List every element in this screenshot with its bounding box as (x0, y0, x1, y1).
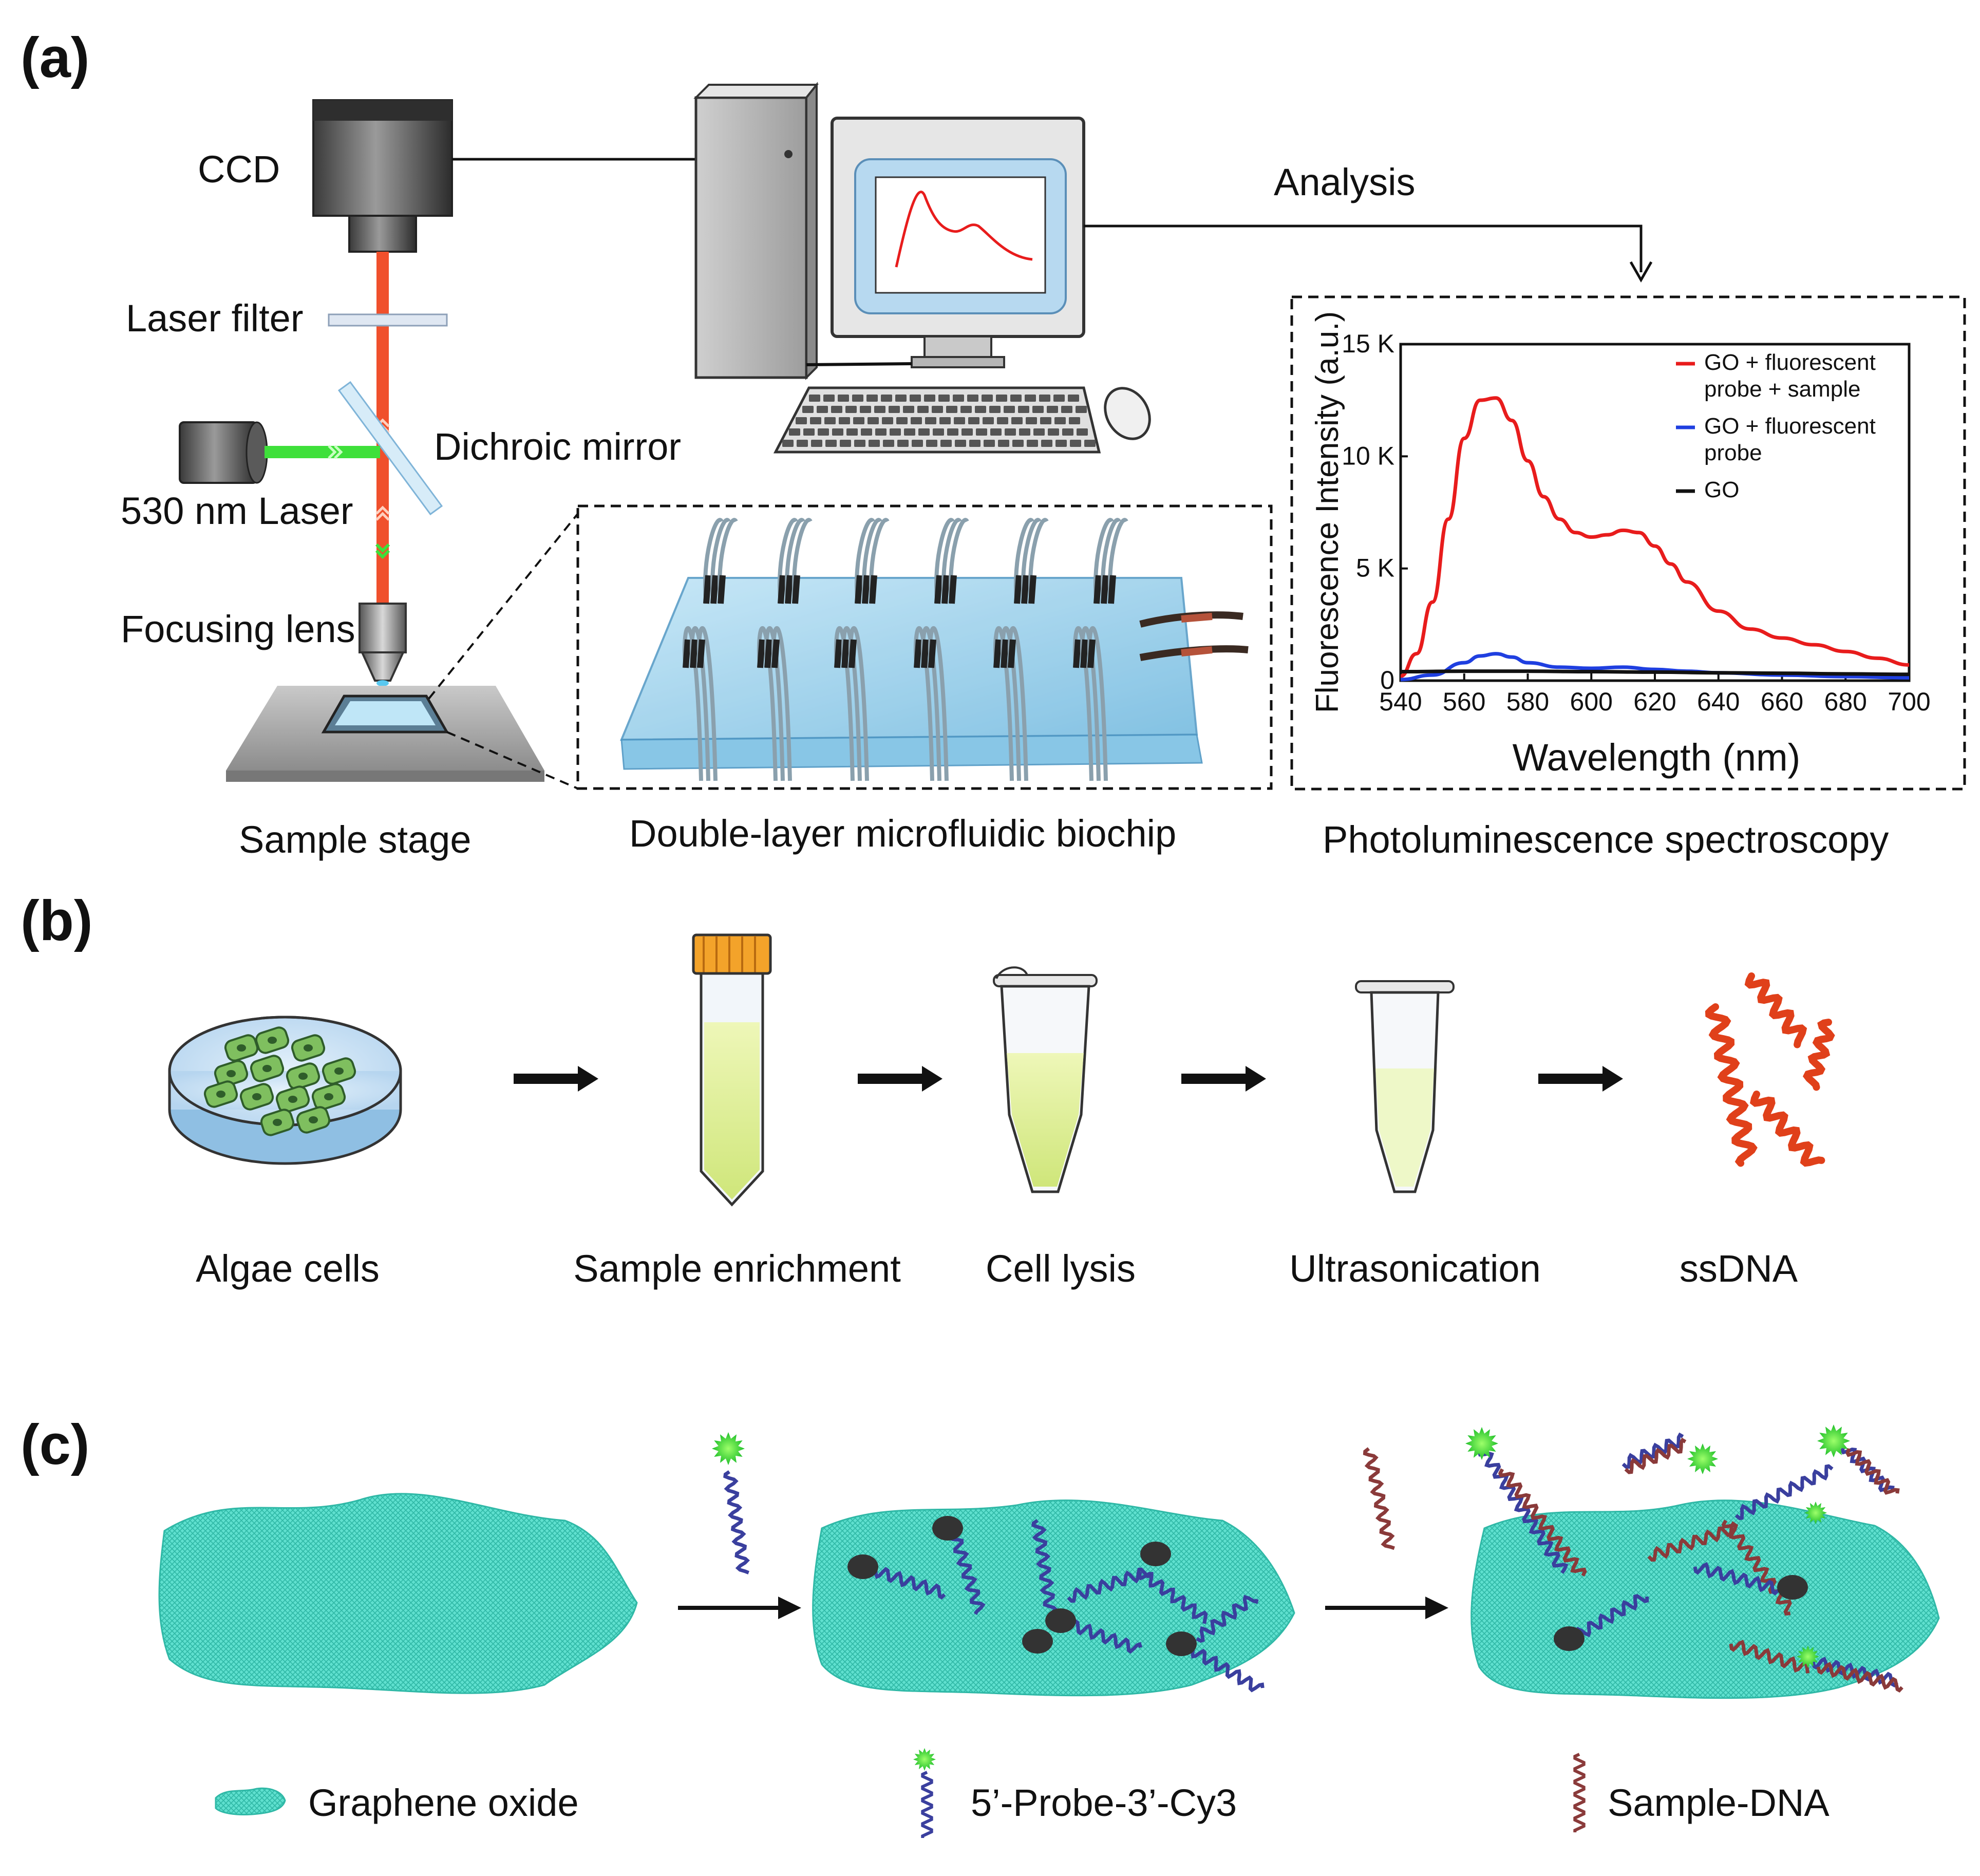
graphene-sheet-3 (1470, 1499, 1940, 1699)
analysis-arrow (1084, 224, 1643, 272)
y-tick-label: 15 K (1342, 329, 1394, 358)
x-tick-label: 680 (1824, 687, 1867, 716)
fluorophore (1465, 1427, 1498, 1460)
series-line (1400, 396, 1910, 678)
dichroic-mirror-label: Dichroic mirror (434, 425, 681, 468)
x-tick-label: 600 (1570, 687, 1613, 716)
legend-entry: probe (1704, 440, 1762, 465)
graphene-legend-icon (215, 1787, 286, 1815)
laser-source (179, 421, 380, 484)
step-label: Ultrasonication (1289, 1247, 1540, 1290)
quencher (847, 1554, 878, 1579)
zoom-line-bottom (446, 731, 578, 790)
fluorophore (1687, 1443, 1718, 1474)
mouse (1104, 387, 1151, 440)
ccd-label: CCD (198, 148, 280, 191)
dichroic-mirror (337, 381, 443, 516)
series-line (1400, 669, 1910, 677)
computer (693, 82, 1151, 454)
legend-sample-dna: Sample-DNA (1608, 1781, 1830, 1824)
laser-label: 530 nm Laser (121, 490, 353, 532)
keyboard (773, 386, 1101, 454)
x-axis-label: Wavelength (nm) (1513, 736, 1801, 779)
panel-label-a: (a) (21, 26, 89, 89)
x-tick-label: 640 (1697, 687, 1740, 716)
x-tick-label: 580 (1506, 687, 1549, 716)
sample-stage-label: Sample stage (239, 818, 472, 861)
quencher (1554, 1626, 1585, 1651)
graphene-sheet-1 (158, 1493, 638, 1694)
focusing-lens-label: Focusing lens (121, 608, 355, 650)
quencher (1045, 1608, 1076, 1633)
x-tick-label: 700 (1888, 687, 1930, 716)
pc-tower (694, 96, 808, 379)
x-tick-label: 620 (1633, 687, 1676, 716)
ssdna-strands (1705, 972, 1835, 1167)
y-tick-label: 10 K (1342, 441, 1394, 470)
lysis-tube (993, 966, 1098, 1193)
step-label: Algae cells (196, 1247, 380, 1290)
y-axis-label: Fluorescence Intensity (a.u.) (1310, 311, 1345, 713)
legend-entry: GO + fluorescent (1704, 350, 1876, 375)
x-tick-label: 660 (1761, 687, 1803, 716)
step-label: ssDNA (1680, 1247, 1798, 1290)
panel-label-c: (c) (21, 1413, 89, 1476)
quencher (932, 1516, 963, 1541)
sample-dna-legend-icon (1573, 1753, 1586, 1832)
laser-filter (328, 313, 448, 327)
quencher (1166, 1631, 1197, 1656)
quencher (1777, 1575, 1808, 1600)
fluorophore (1797, 1645, 1819, 1668)
legend-entry: probe + sample (1704, 377, 1861, 402)
biochip-box (576, 504, 1273, 790)
fluorophore (1817, 1424, 1850, 1457)
focusing-lens (359, 603, 407, 686)
sample-stage (226, 686, 544, 782)
x-tick-label: 560 (1443, 687, 1485, 716)
quencher (1140, 1542, 1171, 1566)
legend-entry: GO + fluorescent (1704, 414, 1876, 439)
y-tick-label: 0 (1380, 666, 1394, 695)
process-arrows (514, 1066, 1623, 1092)
ultrasonication-tube (1355, 980, 1455, 1193)
quencher (1022, 1629, 1053, 1654)
centrifuge-tube (692, 933, 772, 1207)
legend-graphene-oxide: Graphene oxide (308, 1781, 579, 1824)
algae-dish (168, 1016, 402, 1165)
spectroscopy-label: Photoluminescence spectroscopy (1323, 818, 1889, 861)
fluorophore (1804, 1502, 1827, 1524)
step-label: Sample enrichment (573, 1247, 901, 1290)
laser-filter-label: Laser filter (126, 297, 303, 340)
fluorophore (913, 1748, 936, 1771)
zoom-line-top (428, 513, 579, 700)
legend-entry: GO (1704, 477, 1739, 502)
microfluidic-biochip (619, 518, 1249, 781)
ccd-camera (312, 99, 453, 253)
analysis-label: Analysis (1274, 161, 1416, 203)
analysis-arrowhead (1629, 261, 1653, 283)
x-tick-label: 540 (1379, 687, 1422, 716)
monitor-spectrum (895, 191, 1033, 268)
legend-probe: 5’-Probe-3’-Cy3 (971, 1781, 1237, 1824)
excitation-chevrons (375, 543, 390, 559)
probe-legend-icon (921, 1771, 933, 1838)
y-tick-label: 5 K (1356, 554, 1394, 583)
spectroscopy-box (1290, 295, 1966, 791)
binding-arrows (678, 1597, 1448, 1619)
step-label: Cell lysis (986, 1247, 1136, 1290)
fluorophore (712, 1432, 745, 1465)
panel-label-b: (b) (21, 889, 92, 952)
biochip-label: Double-layer microfluidic biochip (629, 812, 1176, 855)
